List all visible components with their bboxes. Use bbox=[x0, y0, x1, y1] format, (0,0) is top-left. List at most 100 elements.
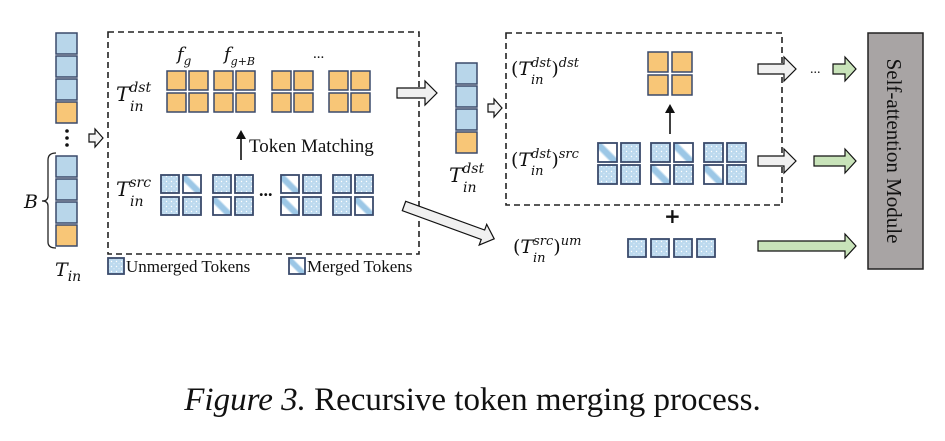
unmerged-token bbox=[354, 174, 374, 194]
stage2-src-token-grid bbox=[597, 142, 747, 185]
batch-label: B bbox=[23, 191, 38, 213]
stage1-dashed-box bbox=[107, 31, 420, 255]
stage1-dst-label: Tdst bbox=[116, 80, 151, 106]
arrow-input-to-stage1-icon bbox=[88, 127, 104, 149]
merged-token bbox=[182, 174, 202, 194]
src-token-grid bbox=[160, 174, 374, 216]
intermediate-label: Tdst bbox=[449, 161, 484, 187]
green-arrow-dst-icon bbox=[832, 55, 857, 83]
self-attention-module bbox=[867, 32, 924, 270]
stage1-dst-label-sub: in bbox=[130, 99, 144, 115]
unmerged-token-row bbox=[627, 238, 716, 258]
batch-token-column bbox=[55, 155, 78, 247]
group-label-fg: fg bbox=[175, 44, 192, 68]
stage2-dst-label-sub: in bbox=[531, 73, 544, 88]
legend-unmerged-icon bbox=[107, 257, 125, 275]
batch-token bbox=[55, 201, 78, 224]
unmerged-row-token bbox=[650, 238, 670, 258]
dst-token-grid bbox=[166, 70, 371, 113]
unmerged-row-token bbox=[673, 238, 693, 258]
unmerged-token bbox=[332, 174, 352, 194]
dst-token bbox=[293, 92, 314, 113]
stage2-matching-arrow-icon bbox=[665, 104, 675, 134]
input-label: Tin bbox=[55, 259, 81, 285]
token-matching-arrow-icon bbox=[236, 130, 246, 160]
stage2-src-label-sub: in bbox=[531, 164, 544, 179]
stage2-merged-token bbox=[650, 164, 671, 185]
intermediate-label-sub: in bbox=[463, 180, 477, 196]
stage2-unmerged-token bbox=[597, 164, 618, 185]
arrow-dst-out-icon bbox=[757, 55, 797, 83]
legend-merged-label: Merged Tokens bbox=[307, 257, 412, 276]
dst-token bbox=[328, 92, 349, 113]
input-token bbox=[55, 101, 78, 124]
dst-token bbox=[293, 70, 314, 91]
input-token-column bbox=[55, 32, 78, 124]
stage2-ellipsis: ... bbox=[810, 62, 821, 77]
unmerged-token bbox=[160, 174, 180, 194]
stage2-unmerged-token bbox=[726, 142, 747, 163]
stage2-unmerged-token bbox=[620, 164, 641, 185]
src-ellipsis: ... bbox=[259, 180, 273, 200]
stage2-dst-token bbox=[647, 74, 669, 96]
vertical-ellipsis-icon bbox=[65, 129, 69, 147]
intermediate-token bbox=[455, 62, 478, 85]
figure-caption: Figure 3. Recursive token merging proces… bbox=[0, 382, 945, 419]
merged-token bbox=[354, 196, 374, 216]
unmerged-token bbox=[182, 196, 202, 216]
legend-merged-icon bbox=[288, 257, 306, 275]
stage2-unmerged-token bbox=[650, 142, 671, 163]
stage2-unmerged-token bbox=[726, 164, 747, 185]
unmerged-token bbox=[234, 196, 254, 216]
stage2-unmerged-token bbox=[703, 142, 724, 163]
input-token bbox=[55, 78, 78, 101]
caption-text: Recursive token merging process. bbox=[314, 382, 761, 418]
input-token bbox=[55, 55, 78, 78]
stage2-src-label: (Tdst)src bbox=[511, 147, 580, 171]
stage2-dst-label: (Tdst)dst bbox=[511, 56, 580, 80]
dst-token bbox=[271, 92, 292, 113]
unmerged-label: (Tsrc)um bbox=[513, 234, 581, 258]
intermediate-token bbox=[455, 131, 478, 154]
dst-token bbox=[271, 70, 292, 91]
dst-token bbox=[213, 70, 234, 91]
stage2-unmerged-token bbox=[620, 142, 641, 163]
unmerged-token bbox=[160, 196, 180, 216]
stage2-merged-token bbox=[703, 164, 724, 185]
stage1-src-label-sub: in bbox=[130, 194, 144, 210]
green-arrow-src-icon bbox=[813, 147, 857, 175]
dst-token bbox=[328, 70, 349, 91]
stage2-unmerged-token bbox=[673, 164, 694, 185]
unmerged-token bbox=[234, 174, 254, 194]
stage1-src-label: Tsrc bbox=[116, 175, 151, 201]
plus-sign: + bbox=[664, 204, 681, 228]
arrow-src-to-unmerged-icon bbox=[401, 200, 496, 247]
stage2-dst-token bbox=[671, 74, 693, 96]
dst-token bbox=[235, 92, 256, 113]
arrow-mid-to-stage2-icon bbox=[487, 97, 503, 119]
merged-token bbox=[212, 196, 232, 216]
dst-token bbox=[166, 70, 187, 91]
intermediate-token bbox=[455, 108, 478, 131]
unmerged-token bbox=[302, 196, 322, 216]
unmerged-token bbox=[332, 196, 352, 216]
stage2-dst-token bbox=[671, 51, 693, 73]
stage2-merged-token bbox=[597, 142, 618, 163]
dst-token bbox=[235, 70, 256, 91]
stage2-dst-token-grid bbox=[647, 51, 693, 96]
dst-token bbox=[166, 92, 187, 113]
arrow-stage1-to-mid-icon bbox=[396, 79, 438, 107]
batch-brace bbox=[41, 152, 57, 249]
stage2-dashed-box bbox=[505, 32, 783, 206]
caption-prefix: Figure 3. bbox=[184, 382, 306, 418]
green-arrow-unmerged-icon bbox=[757, 232, 857, 260]
unmerged-row-token bbox=[696, 238, 716, 258]
input-token bbox=[55, 32, 78, 55]
dst-token bbox=[213, 92, 234, 113]
merged-token bbox=[280, 174, 300, 194]
batch-token bbox=[55, 224, 78, 247]
group-label-fgB: fg+B bbox=[222, 44, 255, 68]
intermediate-dst-column bbox=[455, 62, 478, 154]
dst-token bbox=[350, 92, 371, 113]
